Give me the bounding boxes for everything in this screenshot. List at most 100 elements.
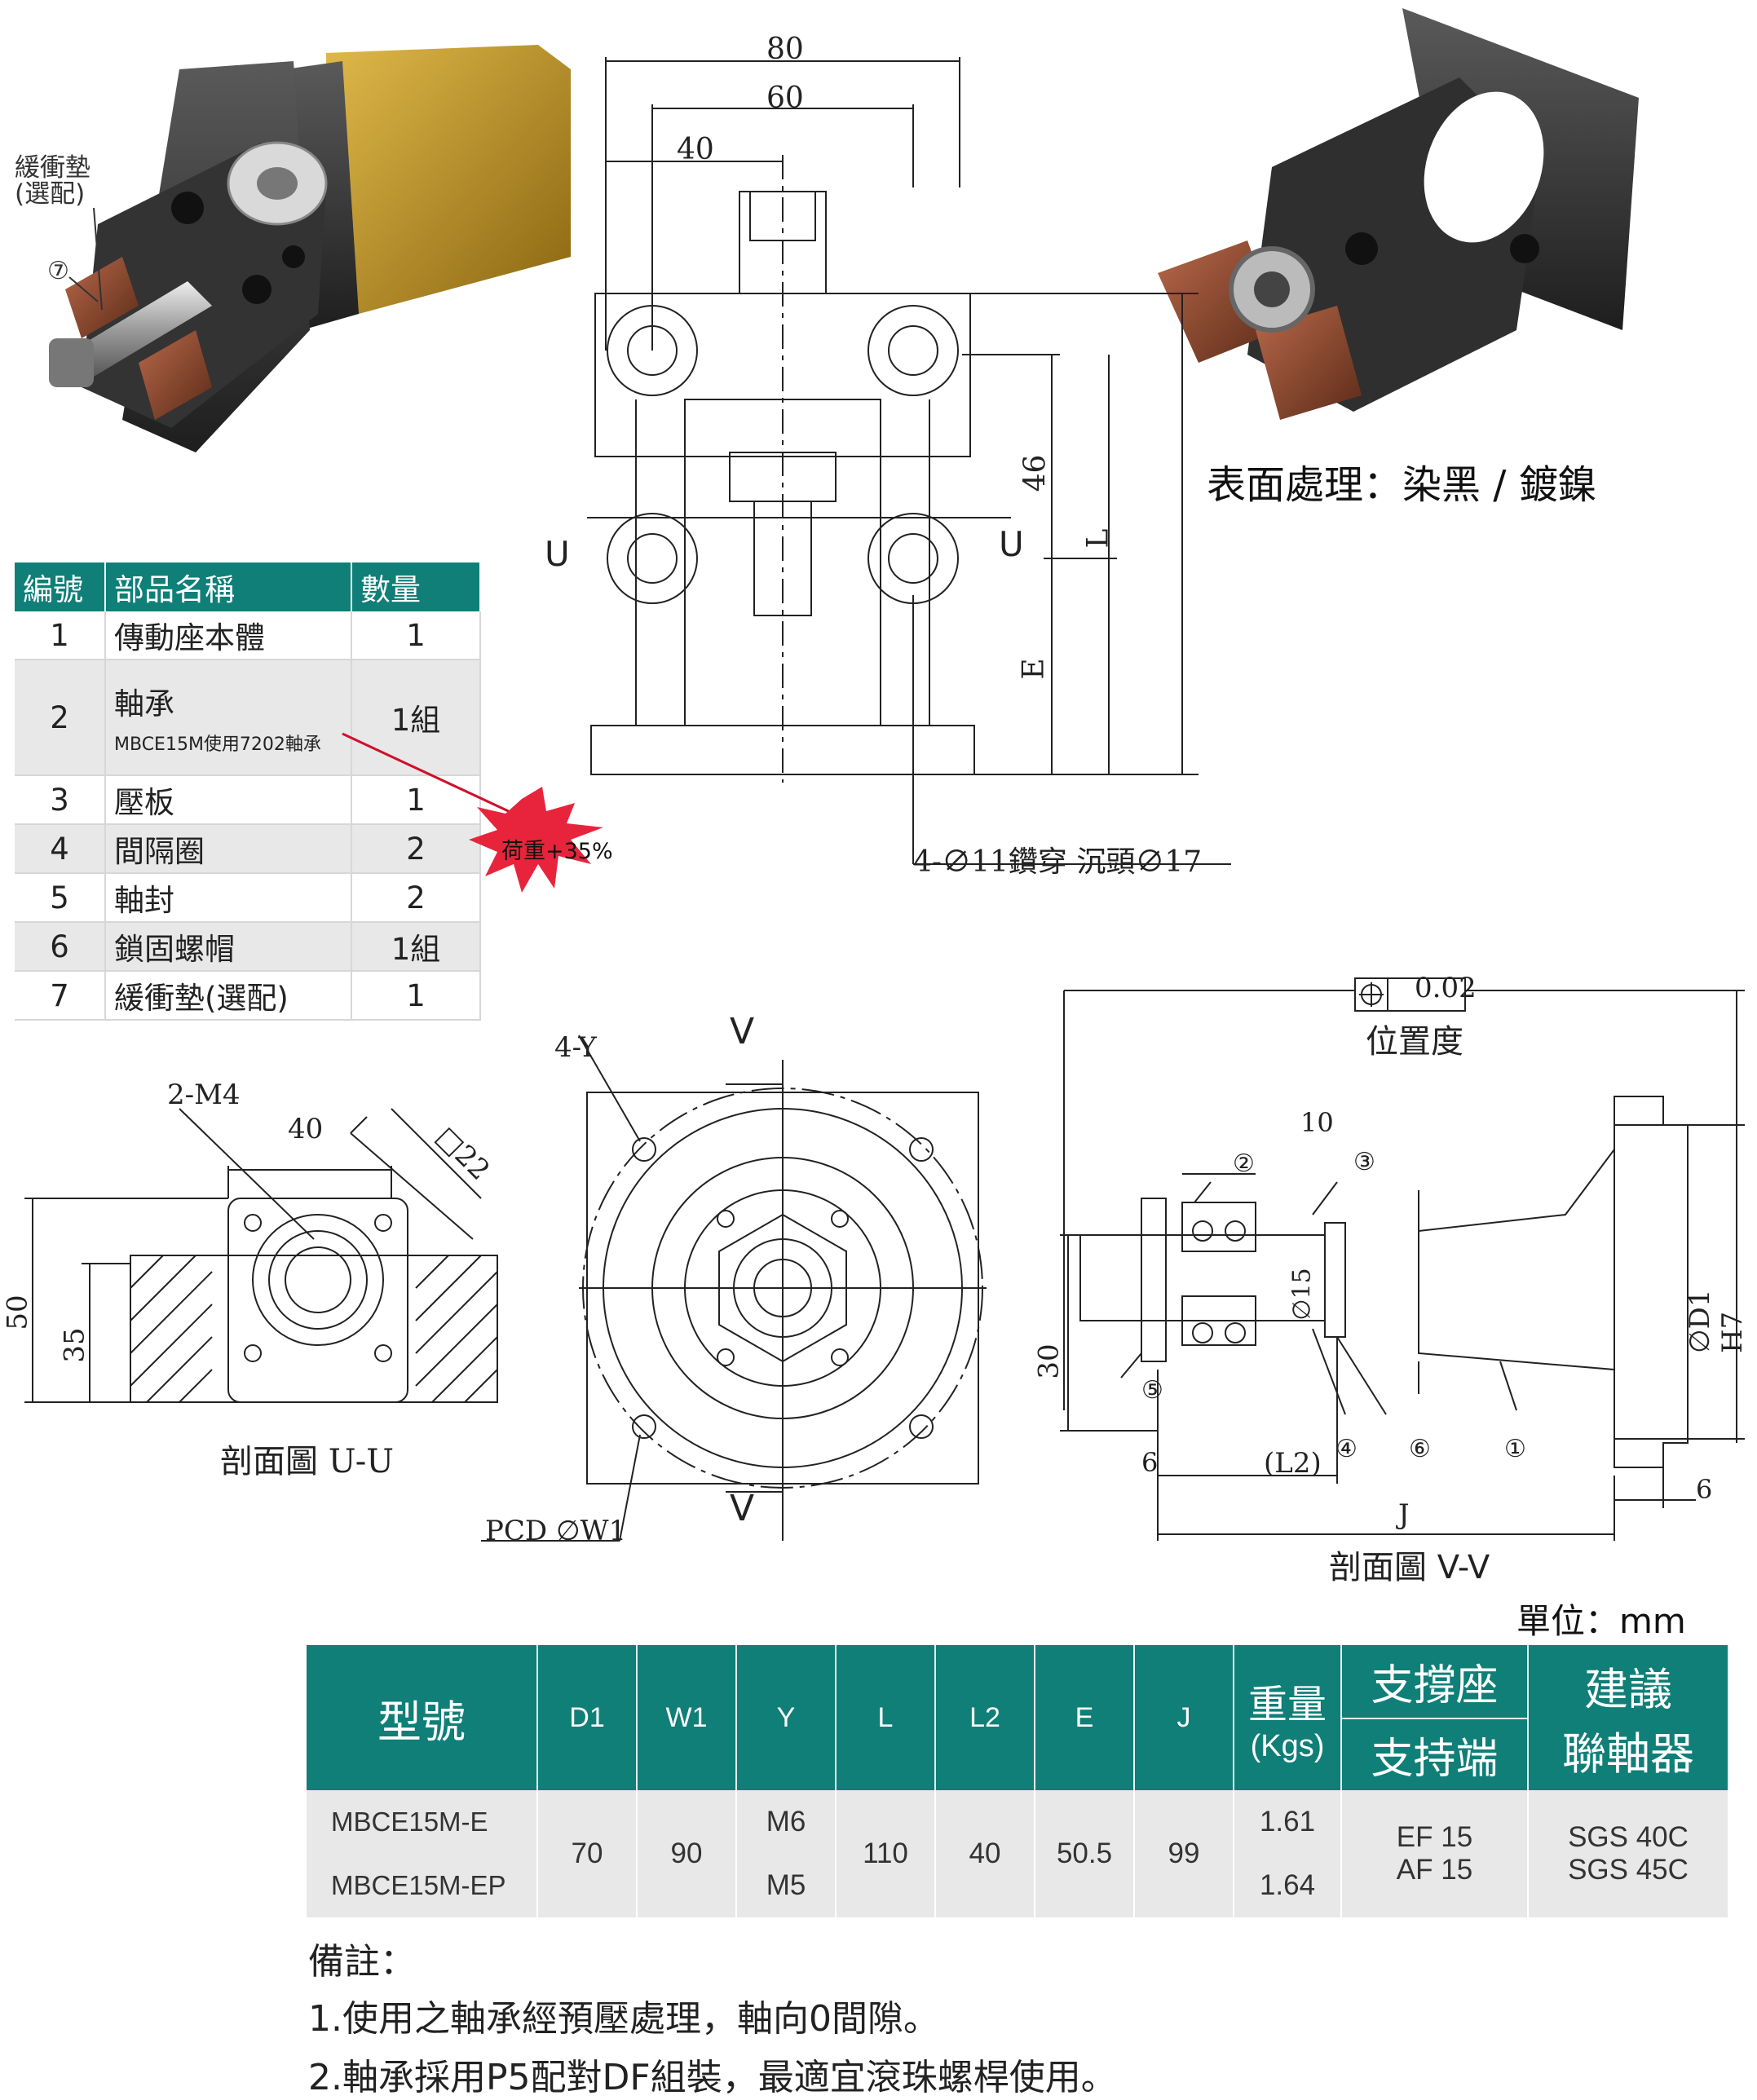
- row-qty: 1: [351, 611, 481, 660]
- dim-phiD1: ∅D1 H7: [1684, 1289, 1749, 1353]
- product-render-housing: [1158, 8, 1639, 420]
- w1-cell: 90: [637, 1790, 737, 1917]
- dim-J: J: [1398, 1498, 1410, 1531]
- row-qty: 1組: [351, 660, 481, 776]
- section-marker-v-bottom: V: [730, 1488, 755, 1529]
- support-value-a: EF 15: [1396, 1821, 1473, 1853]
- section-vv-caption: 剖面圖 V-V: [1329, 1549, 1490, 1586]
- row-name: 間隔圈: [105, 824, 352, 874]
- unit-label: 單位：mm: [1516, 1601, 1686, 1641]
- four-y-label: 4-Y: [554, 1031, 597, 1064]
- callout-4: ④: [1335, 1435, 1357, 1463]
- row-subnote: MBCE15M使用7202軸承: [114, 735, 321, 755]
- dim-30: 30: [1032, 1343, 1066, 1379]
- buffer-pad-text: 緩衝墊: [15, 153, 90, 183]
- note-line-1: 1.使用之軸承經預壓處理，軸向0間隙。: [308, 1998, 939, 2040]
- row-qty: 1: [351, 775, 481, 825]
- row-no: 5: [15, 873, 106, 923]
- header-l2: L2: [935, 1645, 1035, 1790]
- l-cell: 110: [836, 1790, 936, 1917]
- dim-40-uu: 40: [288, 1113, 324, 1145]
- header-weight: 重量(Kgs): [1234, 1645, 1342, 1790]
- row-no: 7: [15, 971, 106, 1021]
- coupling-value-a: SGS 40C: [1568, 1821, 1689, 1853]
- header-coupling-label2: 聯軸器: [1562, 1730, 1694, 1779]
- thread-m4-label: 2-M4: [167, 1079, 241, 1111]
- table-row: MBCE15M-EP M5 1.64: [307, 1854, 1728, 1917]
- section-marker-v-top: V: [730, 1011, 755, 1052]
- row-qty: 2: [351, 873, 481, 923]
- header-support-seat: 支撐座: [1341, 1645, 1529, 1719]
- header-y: Y: [736, 1645, 837, 1790]
- hole-note: 4-∅11鑽穿 沉頭∅17: [913, 845, 1203, 879]
- product-render-assembled: [49, 45, 571, 452]
- buffer-pad-leader: [68, 207, 103, 311]
- position-tolerance-label: 位置度: [1366, 1023, 1463, 1061]
- header-model: 型號: [307, 1645, 538, 1790]
- dim-46: 46: [1018, 454, 1053, 492]
- coupling-value-b: SGS 45C: [1568, 1854, 1689, 1886]
- callout-3: ③: [1353, 1148, 1375, 1176]
- header-d1: D1: [537, 1645, 638, 1790]
- header-weight-label: 重量: [1247, 1683, 1327, 1727]
- row-name: 壓板: [105, 775, 352, 825]
- section-marker-u-left: U: [545, 534, 570, 574]
- section-uu-caption: 剖面圖 U-U: [220, 1443, 394, 1480]
- side-view-drawing: [481, 1035, 987, 1542]
- callout-6: ⑥: [1409, 1435, 1431, 1463]
- y-cell: M5: [736, 1854, 837, 1917]
- model-cell: MBCE15M-EP: [307, 1854, 538, 1917]
- row-qty: 1組: [351, 922, 481, 972]
- header-weight-unit: (Kgs): [1250, 1728, 1325, 1763]
- dim-40: 40: [677, 133, 714, 166]
- dim-6-left: 6: [1141, 1447, 1159, 1478]
- section-vv-drawing: [1060, 977, 1745, 1541]
- dim-50: 50: [1, 1295, 34, 1330]
- row-name: 軸承: [114, 686, 174, 721]
- optional-text: (選配): [15, 179, 86, 209]
- header-w1: W1: [637, 1645, 737, 1790]
- surface-treatment-label: 表面處理：染黑 / 鍍鎳: [1207, 462, 1597, 508]
- row-name: 緩衝墊(選配): [105, 971, 352, 1021]
- callout-1: ①: [1504, 1435, 1526, 1463]
- row-name: 鎖固螺帽: [105, 922, 352, 972]
- support-value-b: AF 15: [1396, 1854, 1473, 1886]
- load-burst-text: 荷重+35%: [501, 839, 613, 864]
- model-cell: MBCE15M-E: [307, 1790, 538, 1854]
- tolerance-value: 0.02: [1415, 972, 1477, 1004]
- d1-cell: 70: [537, 1790, 638, 1917]
- section-marker-u-right: U: [999, 524, 1024, 564]
- row-qty: 1: [351, 971, 481, 1021]
- dim-L: L: [1081, 528, 1115, 549]
- row-no: 1: [15, 611, 106, 660]
- dim-L2: (L2): [1264, 1447, 1322, 1480]
- dim-E: E: [1017, 658, 1051, 680]
- spec-table: 型號 D1 W1 Y L L2 E J 重量(Kgs) 支撐座 建議聯軸器 支持…: [307, 1645, 1729, 1917]
- callout-5: ⑤: [1141, 1376, 1163, 1405]
- pcd-label: PCD ∅W1: [485, 1515, 627, 1547]
- header-coupling: 建議聯軸器: [1528, 1645, 1729, 1790]
- header-l: L: [836, 1645, 936, 1790]
- row-name: 軸封: [105, 873, 352, 923]
- dim-80: 80: [766, 33, 804, 66]
- header-support-end: 支持端: [1341, 1718, 1529, 1790]
- header-qty: 數量: [351, 562, 481, 611]
- weight-cell: 1.61: [1234, 1790, 1342, 1854]
- row-no: 2: [15, 660, 106, 776]
- burst-shape: [469, 787, 603, 893]
- weight-cell: 1.64: [1234, 1854, 1342, 1917]
- parts-table-header: 編號 部品名稱 數量: [15, 562, 481, 611]
- section-uu-drawing: [24, 1108, 498, 1403]
- y-cell: M6: [736, 1790, 837, 1854]
- row-no: 6: [15, 922, 106, 972]
- dim-phi15: ∅15: [1287, 1268, 1317, 1321]
- callout-7: ⑦: [47, 257, 69, 285]
